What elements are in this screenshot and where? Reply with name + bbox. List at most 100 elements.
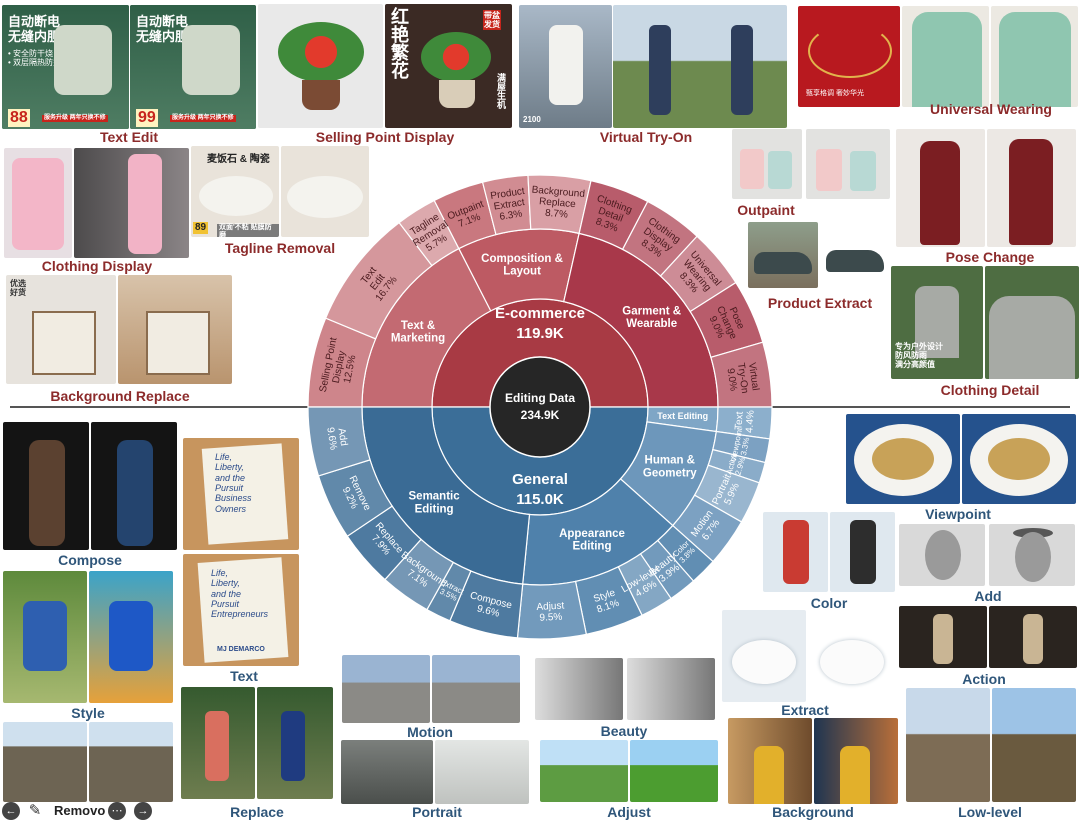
label-group-value-e-commerce: 119.9K [516, 325, 564, 342]
caption-text: Text [230, 668, 258, 684]
caption-extract: Extract [781, 702, 829, 718]
kettle-bullets: • 安全防干烧 • 双层隔热防烫 [8, 49, 62, 68]
image-before [3, 571, 87, 703]
label-leaf-product-extract: ProductExtract6.3% [490, 186, 529, 224]
label-leaf-pose-change: PoseChange9.0% [704, 300, 749, 346]
label-leaf-background-replace: BackgroundReplace8.7% [529, 184, 585, 221]
image-before [846, 414, 960, 504]
caption-background-replace: Background Replace [50, 388, 190, 404]
image-after [89, 722, 173, 802]
image-before [899, 606, 987, 668]
image-after [985, 266, 1079, 379]
image-after [989, 524, 1075, 586]
caption-clothing-detail: Clothing Detail [940, 382, 1040, 398]
label-category-text-editing: Text Editing [657, 411, 708, 421]
pan-price: 89 [193, 222, 209, 234]
label-leaf-adjust: Adjust9.5% [536, 600, 565, 623]
image-after [806, 129, 890, 199]
image-before [728, 718, 812, 804]
image-before [4, 148, 72, 258]
image-after [118, 275, 232, 384]
caption-compose: Compose [58, 552, 122, 568]
caption-outpaint: Outpaint [737, 202, 795, 218]
caption-add: Add [974, 588, 1002, 604]
example-universal-wearing: 甄享格调 奢妙华光 [798, 6, 1078, 107]
back-icon[interactable]: ← [2, 802, 20, 820]
image-before: 专为户外设计 防风防雨 满分高颜值 [891, 266, 983, 379]
image-before [906, 688, 990, 802]
kettle-banner-a: 服务升级 两年只换不修 [42, 115, 108, 122]
example-remove [3, 722, 173, 802]
book-b: Life, Liberty, and the Pursuit Entrepren… [211, 568, 269, 620]
image-before [3, 422, 89, 550]
caption-selling-point: Selling Point Display [315, 129, 455, 145]
image-toolbar: ← ✎ Removo ⋯ → [0, 799, 160, 823]
pencil-icon[interactable]: ✎ [28, 802, 42, 819]
caption-action: Action [962, 671, 1006, 687]
image-after [257, 687, 333, 799]
image-before [722, 610, 806, 702]
example-viewpoint [846, 414, 1076, 504]
label-group-general: General [512, 471, 568, 488]
label-center-value: 234.9K [521, 408, 560, 422]
pan-title: 麦饭石 & 陶瓷 [207, 154, 270, 165]
image-before [902, 6, 989, 107]
kettle-banner-b: 服务升级 两年只换不修 [170, 115, 236, 122]
example-beauty [535, 658, 715, 720]
label-leaf-virtual-try-on: VirtualTry-On9.0% [724, 361, 761, 396]
caption-pose-change: Pose Change [945, 249, 1035, 265]
label-group-value-general: 115.0K [516, 491, 564, 508]
example-style [3, 571, 173, 703]
example-action [899, 606, 1077, 668]
label-leaf-text: Text4.4% [733, 409, 757, 433]
image-before: 麦饭石 & 陶瓷 89 双面'不粘 贴膜防磨 [191, 146, 279, 237]
kettle-price-a: 88 [8, 109, 30, 128]
book-a: Life, Liberty, and the Pursuit Business … [215, 452, 252, 514]
pan-banner: 双面'不粘 贴膜防磨 [217, 224, 279, 237]
image-after [992, 688, 1076, 802]
kettle-title-b: 自动断电 无缝内胆 [136, 14, 189, 44]
example-background-replace: 优选 好货 [6, 275, 232, 384]
example-product-extract [748, 222, 890, 288]
caption-text-edit: Text Edit [99, 129, 159, 145]
caption-adjust: Adjust [607, 804, 651, 820]
example-pose-change [896, 129, 1076, 247]
example-text: Life, Liberty, and the Pursuit Business … [183, 438, 299, 666]
image-after [281, 146, 369, 237]
image-before [535, 658, 623, 720]
example-compose [3, 422, 177, 550]
caption-background: Background [772, 804, 854, 820]
image-before [540, 740, 628, 802]
image-item: 甄享格调 奢妙华光 [798, 6, 900, 107]
caption-product-extract: Product Extract [767, 295, 873, 311]
image-before: Life, Liberty, and the Pursuit Business … [183, 438, 299, 550]
kettle-title: 自动断电 无缝内胆 [8, 14, 61, 44]
caption-low-level: Low-level [958, 804, 1022, 820]
example-replace [181, 687, 333, 799]
book-author: MJ DEMARCO [217, 646, 265, 653]
label-leaf-style: Style8.1% [592, 587, 621, 615]
image-after [810, 610, 896, 702]
caption-color: Color [810, 595, 848, 611]
flower-side: 满 屋 生 机 [497, 73, 507, 110]
example-text-edit: 自动断电 无缝内胆 • 安全防干烧 • 双层隔热防烫 88 服务升级 两年只换不… [2, 2, 256, 129]
kettle-price-b: 99 [136, 109, 158, 128]
image-before: 自动断电 无缝内胆 • 安全防干烧 • 双层隔热防烫 88 服务升级 两年只换不… [2, 5, 129, 129]
caption-virtual-tryon: Virtual Try-On [599, 129, 693, 145]
forward-icon[interactable]: → [134, 802, 152, 820]
jacket-text: 专为户外设计 防风防雨 满分高颜值 [895, 342, 943, 370]
label-category-human-geometry: Human &Geometry [643, 455, 697, 480]
image-before [763, 512, 828, 592]
image-before: 2100 [519, 5, 612, 128]
more-icon[interactable]: ⋯ [108, 802, 126, 820]
caption-portrait: Portrait [412, 804, 462, 820]
image-before [341, 740, 433, 804]
caption-clothing-display: Clothing Display [41, 258, 153, 274]
caption-tagline-removal: Tagline Removal [224, 240, 336, 256]
image-after [987, 129, 1076, 247]
image-before [3, 722, 87, 802]
image-before: 优选 好货 [6, 275, 116, 384]
caption-style: Style [71, 705, 105, 721]
example-adjust [540, 740, 718, 802]
label-category-text-marketing: Text &Marketing [391, 320, 445, 345]
